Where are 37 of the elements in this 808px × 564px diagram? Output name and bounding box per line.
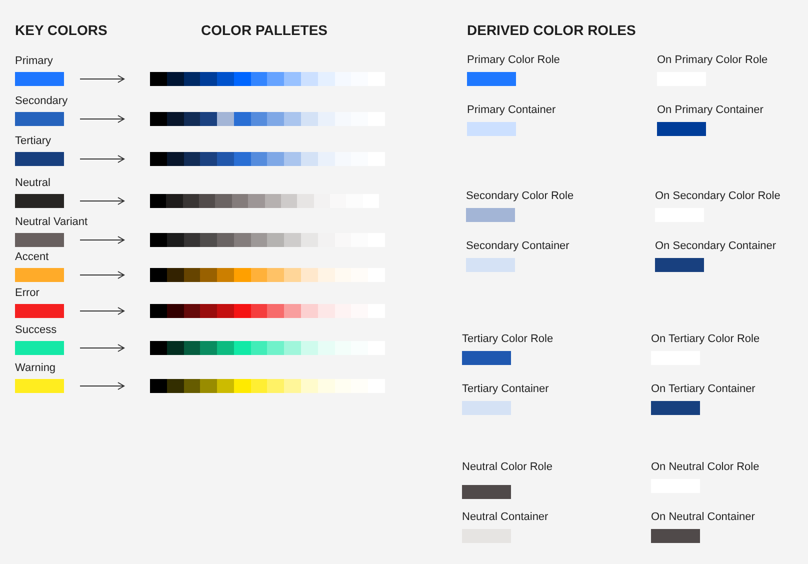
arrow [80,75,124,83]
arrow [80,155,124,163]
role-name: On Tertiary Color Role [651,333,760,346]
role-name: Secondary Container [466,240,570,253]
role-name: Tertiary Container [462,383,549,396]
role-name: Primary Color Role [467,54,560,67]
role-name: On Neutral Color Role [651,461,760,474]
role-name: Tertiary Color Role [462,333,554,346]
key-color-name: Primary [15,55,53,68]
role-name: On Tertiary Container [651,383,756,396]
role-name: On Primary Container [657,104,764,117]
arrow [80,344,124,352]
key-color-name: Tertiary [15,135,52,148]
key-color-name: Accent [15,251,49,264]
key-color-name: Secondary [15,95,68,108]
role-name: Secondary Color Role [466,190,574,203]
arrow [80,236,124,244]
role-name: On Primary Color Role [657,54,768,67]
role-name: Neutral Container [462,511,548,524]
key-color-name: Warning [15,362,56,375]
role-name: On Neutral Container [651,511,755,524]
key-color-name: Error [15,287,40,300]
key-color-name: Success [15,324,57,337]
role-name: Primary Container [467,104,556,117]
arrow [80,115,124,123]
arrow [80,197,124,205]
key-color-name: Neutral [15,177,50,190]
role-name: On Secondary Color Role [655,190,780,203]
arrow [80,382,124,390]
arrow [80,307,124,315]
key-color-name: Neutral Variant [15,216,88,229]
arrow [80,271,124,279]
section-heading: COLOR PALLETES [201,22,328,38]
role-name: Neutral Color Role [462,461,552,474]
section-heading: DERIVED COLOR ROLES [467,22,636,38]
section-heading: KEY COLORS [15,22,108,38]
role-name: On Secondary Container [655,240,776,253]
